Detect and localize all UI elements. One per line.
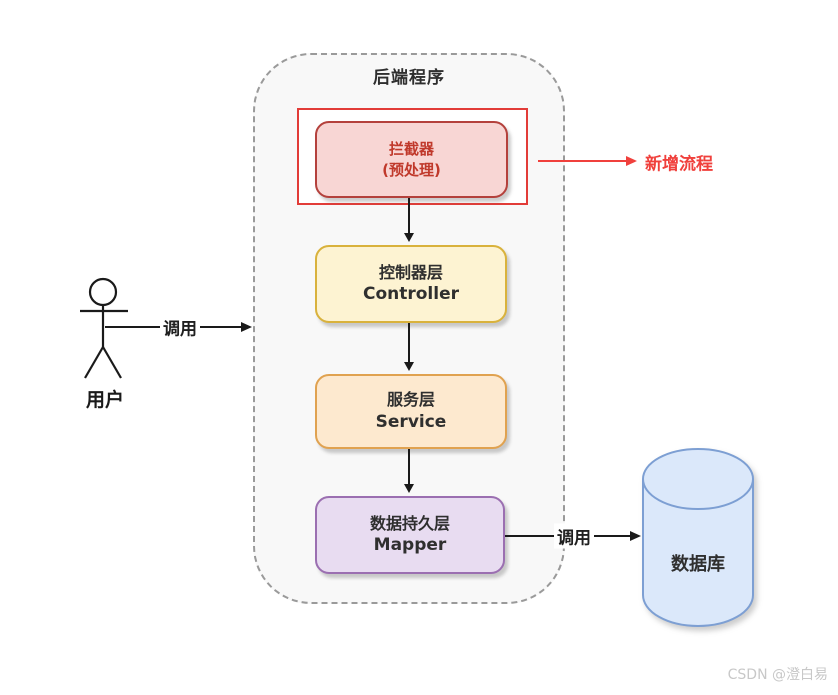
database-label: 数据库 <box>671 554 725 575</box>
user-stick-figure-icon <box>80 277 128 379</box>
user-label: 用户 <box>85 389 125 411</box>
database-cylinder-icon <box>642 448 754 627</box>
node-controller: 控制器层 Controller <box>315 245 507 323</box>
controller-subtitle: Controller <box>362 284 459 305</box>
user-call-label: 调用 <box>160 314 200 340</box>
arrow-new-flow <box>538 156 637 166</box>
mapper-title: 数据持久层 <box>369 513 450 533</box>
service-subtitle: Service <box>375 411 447 432</box>
controller-title: 控制器层 <box>378 262 443 282</box>
backend-container-title: 后端程序 <box>373 68 445 88</box>
interceptor-title: 拦截器 <box>388 140 434 159</box>
mapper-subtitle: Mapper <box>373 535 447 556</box>
interceptor-subtitle: (预处理) <box>382 160 441 179</box>
new-flow-label: 新增流程 <box>645 154 713 175</box>
watermark-text: CSDN @澄白易 <box>727 667 828 683</box>
mapper-call-label: 调用 <box>554 523 594 549</box>
service-title: 服务层 <box>386 390 435 410</box>
arrow-service-to-mapper <box>404 449 414 493</box>
arrow-controller-to-service <box>404 323 414 371</box>
node-mapper: 数据持久层 Mapper <box>315 496 505 574</box>
arrow-interceptor-to-controller <box>404 198 414 242</box>
node-interceptor: 拦截器 (预处理) <box>315 121 508 198</box>
node-service: 服务层 Service <box>315 374 507 449</box>
